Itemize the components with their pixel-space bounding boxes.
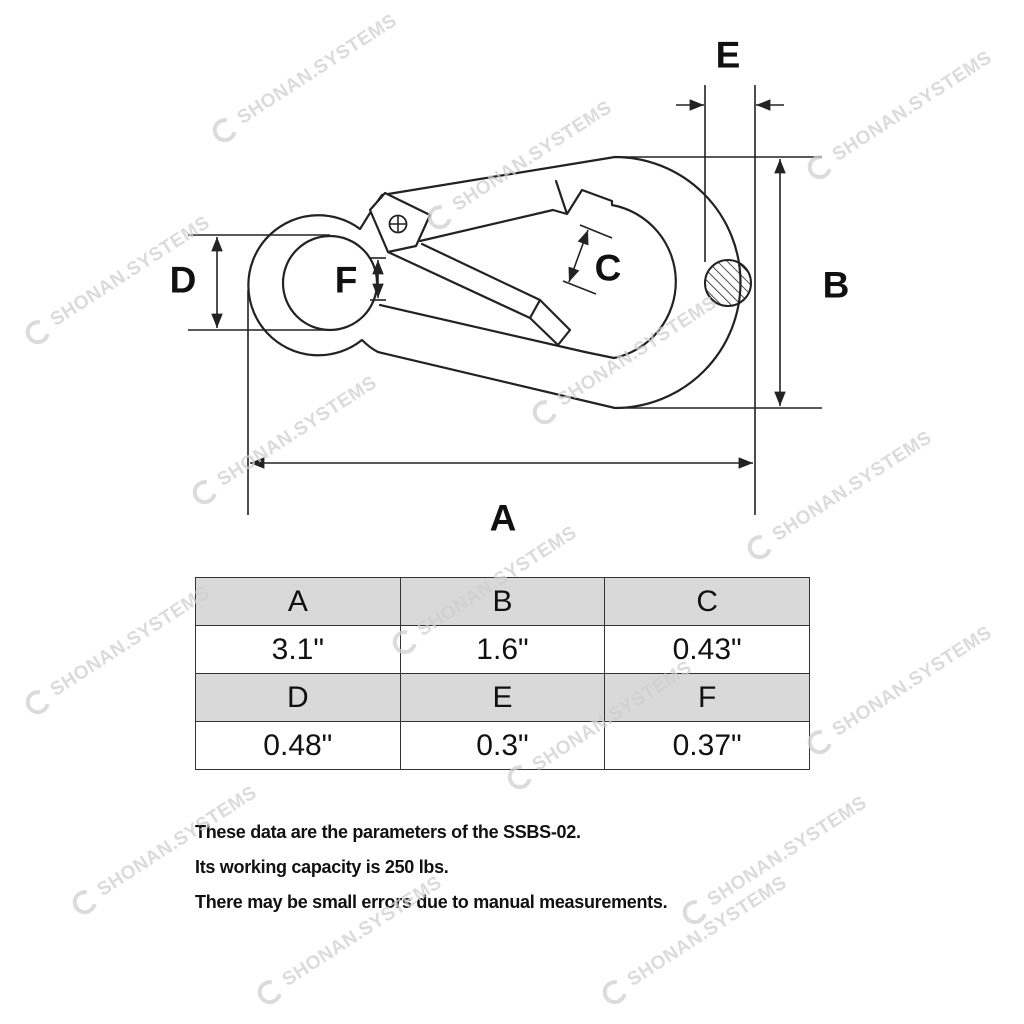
dimension-line-c	[568, 229, 589, 283]
watermark-logo-icon	[253, 975, 287, 1009]
extension-line-c-bottom	[562, 280, 597, 295]
table-value-cell: 3.1"	[195, 625, 401, 674]
notes: These data are the parameters of the SSB…	[195, 815, 895, 920]
watermark-logo-icon	[598, 975, 632, 1009]
hook-nose	[551, 179, 614, 216]
gate	[386, 242, 572, 347]
wire-cross-section	[704, 259, 752, 307]
carabiner-body	[247, 155, 742, 410]
table-header-cell: B	[399, 577, 606, 626]
top-bar-inner-edge	[418, 208, 555, 243]
table-header-cell: A	[195, 577, 401, 626]
watermark: SHONAN.SYSTEMS	[803, 621, 997, 759]
table-value-row: 3.1" 1.6" 0.43"	[195, 625, 810, 674]
note-line: There may be small errors due to manual …	[195, 892, 668, 912]
table-value-cell: 0.3"	[399, 721, 606, 770]
screw-icon	[388, 214, 408, 234]
label-e: E	[716, 35, 741, 76]
table-header-cell: E	[399, 673, 606, 722]
dimension-table: A B C 3.1" 1.6" 0.43" D E F 0.48" 0.3" 0…	[195, 577, 810, 770]
watermark: SHONAN.SYSTEMS	[21, 581, 215, 719]
watermark-text: SHONAN.SYSTEMS	[46, 582, 214, 701]
note-line: These data are the parameters of the SSB…	[195, 822, 581, 842]
watermark-logo-icon	[68, 885, 102, 919]
table-value-cell: 0.48"	[195, 721, 401, 770]
table-value-cell: 0.37"	[604, 721, 810, 770]
table-value-cell: 0.43"	[604, 625, 810, 674]
table-header-row: D E F	[195, 673, 810, 722]
extension-line-c-top	[579, 224, 613, 239]
watermark-logo-icon	[21, 685, 55, 719]
table-value-row: 0.48" 0.3" 0.37"	[195, 721, 810, 770]
note-line: Its working capacity is 250 lbs.	[195, 857, 449, 877]
watermark-text: SHONAN.SYSTEMS	[828, 622, 996, 741]
bottom-bar-inner-edge	[378, 303, 587, 354]
label-a: A	[490, 498, 517, 539]
label-f: F	[335, 260, 358, 301]
eye-hole	[281, 234, 379, 332]
table-header-cell: D	[195, 673, 401, 722]
table-value-cell: 1.6"	[399, 625, 606, 674]
hook-inner-arc	[583, 203, 677, 360]
table-header-cell: C	[604, 577, 810, 626]
label-c: C	[595, 248, 622, 289]
snap-hook-diagram: E D F C B A	[170, 35, 850, 539]
table-header-cell: F	[604, 673, 810, 722]
label-b: B	[823, 265, 850, 306]
table-header-row: A B C	[195, 577, 810, 626]
label-d: D	[170, 260, 197, 301]
